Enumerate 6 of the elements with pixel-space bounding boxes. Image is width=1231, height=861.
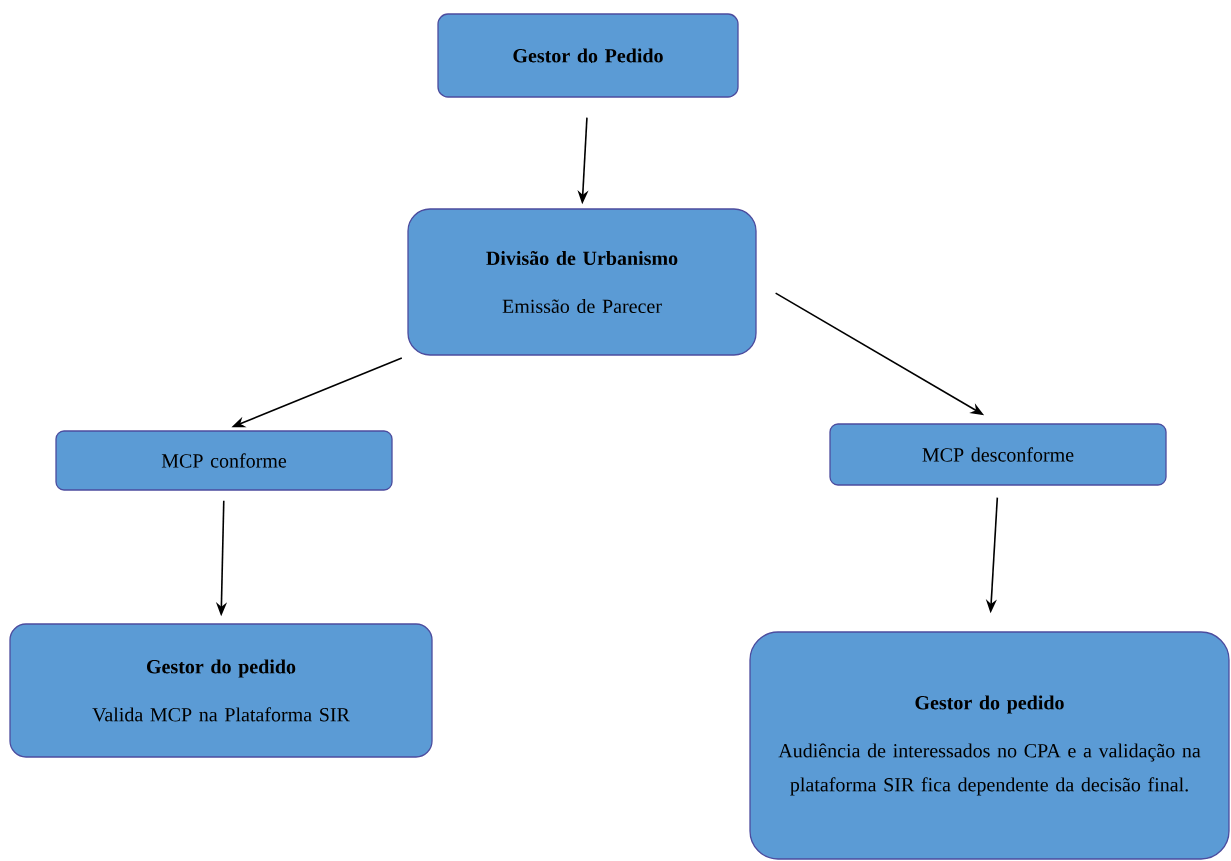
process-box: Gestor do pedido Audiência de interessados no CPA e a validação na plataforma SIR fica dependente da decisão final. bbox=[749, 631, 1230, 860]
process-box: Divisão de Urbanismo Emissão de Parecer bbox=[407, 208, 757, 356]
process-box: Gestor do Pedido bbox=[437, 13, 739, 98]
process-box: Gestor do pedido Valida MCP na Plataforma SIR bbox=[9, 623, 433, 758]
process-box: MCP desconforme bbox=[829, 423, 1167, 486]
process-box: MCP conforme bbox=[55, 430, 393, 491]
